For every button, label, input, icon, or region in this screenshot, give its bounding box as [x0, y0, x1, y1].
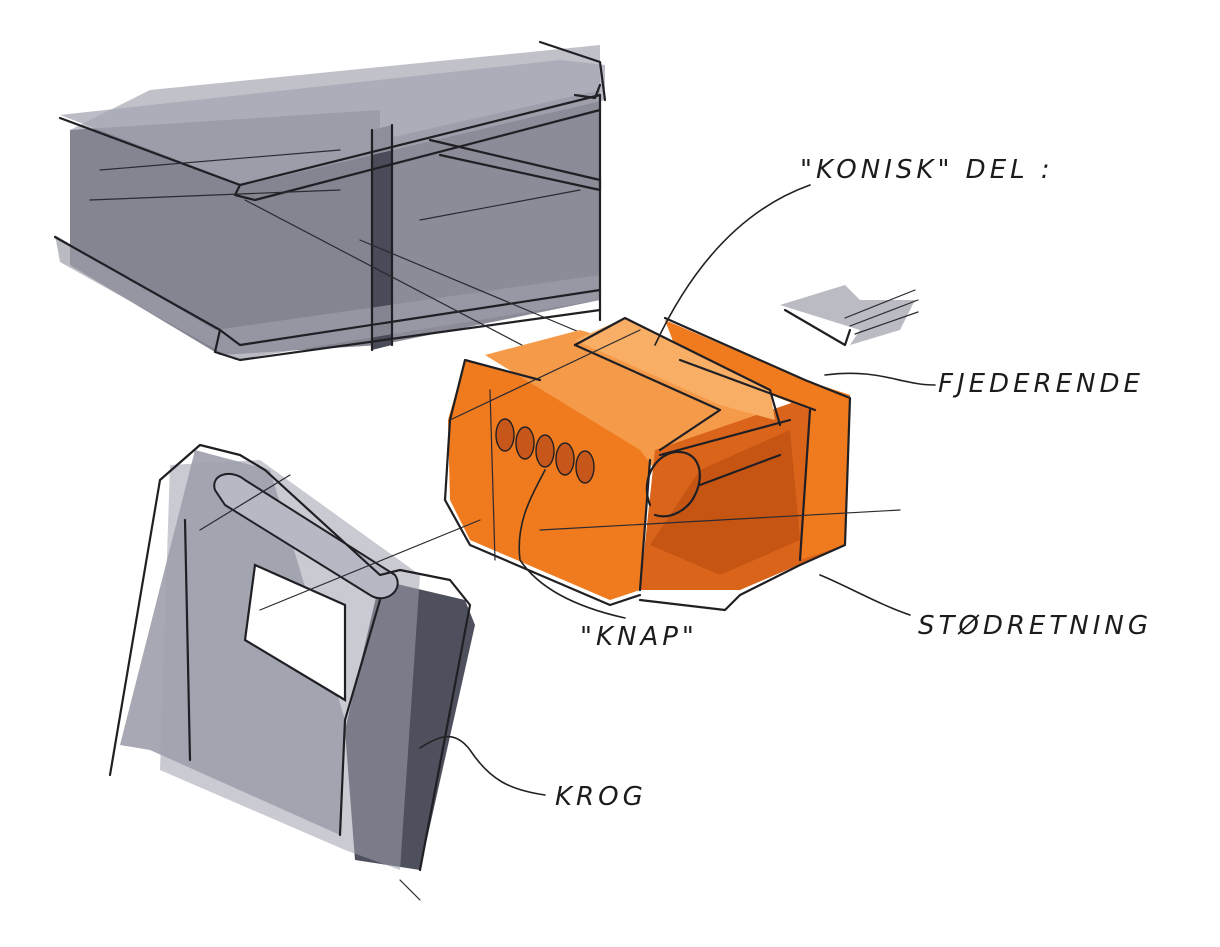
- hook-window: [243, 563, 347, 702]
- clip-slot-shadow: [650, 430, 800, 575]
- leader-fjederende: [824, 372, 936, 386]
- profile-web: [372, 125, 392, 350]
- hook-krog: [108, 443, 481, 901]
- knap-ribs: [495, 418, 595, 484]
- label-knap: "KNAP": [580, 622, 698, 652]
- leader-stoedretning: [819, 574, 911, 616]
- leader-konisk-del: [654, 184, 811, 346]
- label-krog: KROG: [555, 782, 647, 812]
- label-stoedretning: STØDRETNING: [918, 611, 1152, 641]
- clip-hook-seat: [645, 450, 701, 518]
- label-fjederende: FJEDERENDE: [938, 369, 1144, 399]
- hook-bar: [213, 472, 399, 600]
- clip-top-rail: [575, 318, 775, 420]
- profile-bottom-flange: [55, 235, 600, 360]
- leader-knap: [518, 469, 626, 619]
- leader-krog: [419, 735, 546, 796]
- profile-top-flange: [60, 60, 605, 185]
- label-konisk-del: "KONISK" DEL :: [800, 155, 1054, 185]
- orange-clip: [443, 316, 901, 612]
- aluminium-profile: [53, 40, 611, 366]
- insertion-arrow: [780, 285, 919, 347]
